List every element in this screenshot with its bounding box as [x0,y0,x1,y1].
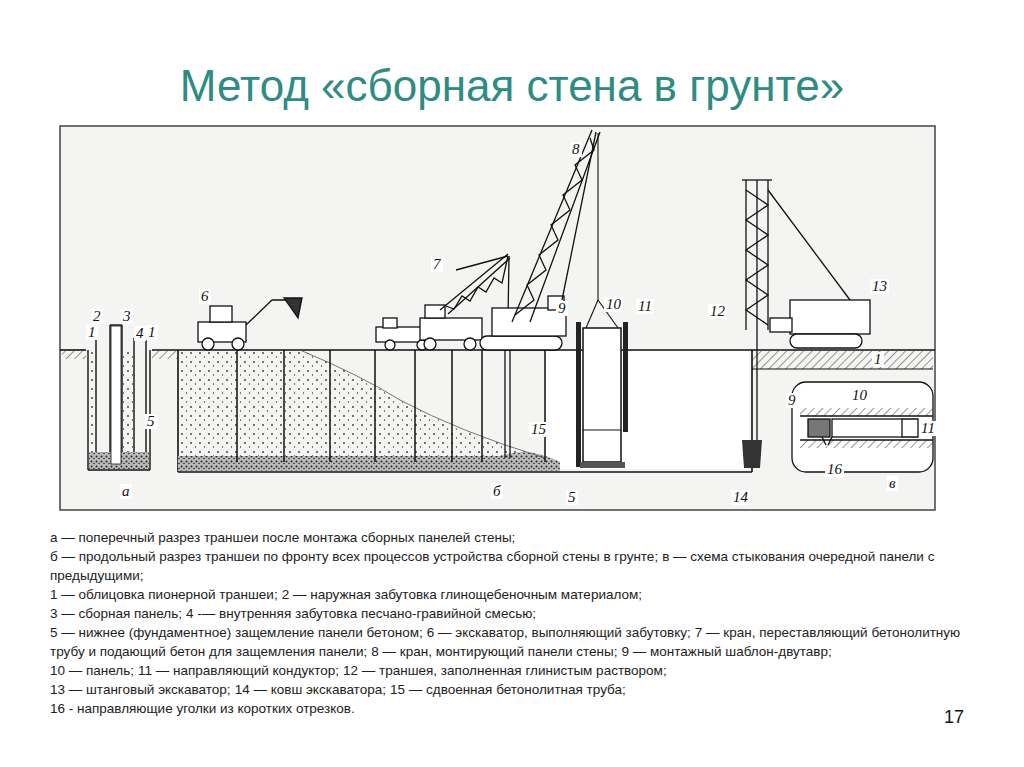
page-number: 17 [944,708,964,726]
callout-number: 7 [431,257,443,272]
caption-line: б — продольный разрез траншеи по фронту … [50,547,985,585]
caption-line: 1 — облицовка пионерной траншеи; 2 — нару… [50,585,985,604]
caption-item: 6 — экскаватор, выполняющий забутовку; [427,625,691,640]
caption-item: б — продольный разрез траншеи по фронту … [50,549,658,564]
caption-item: 8 — кран, монтирующий панели стены; [371,644,617,659]
callout-number: 6 [199,289,211,304]
caption-item: 13 — штанговый экскаватор; [50,682,231,697]
callout-number: 12 [708,304,727,319]
caption-item: 3 — сборная панель; [50,606,182,621]
callout-number: 11 [919,421,937,436]
caption-item: 15 — сдвоенная бетонолитная труба; [390,682,626,697]
caption-line: 3 — сборная панель; 4 -— внутренняя забут… [50,604,985,623]
callout-number: а [120,484,132,499]
caption-item: 12 — траншея, заполненная глинистым раст… [343,663,667,678]
callout-number: 1 [872,352,884,367]
caption-item: 14 — ковш экскаватора; [235,682,386,697]
caption-item: 5 — нижнее (фундаментное) защемление пан… [50,625,423,640]
caption-line: 10 — панель; 11 — направляющий кондуктор;… [50,661,985,680]
callout-number: 8 [570,142,582,157]
caption-line: а — поперечный разрез траншеи после монт… [50,528,985,547]
slide-title: Метод «сборная стена в грунте» [0,62,1024,110]
callout-number: 9 [556,301,568,316]
callout-number: 5 [145,414,157,429]
callout-number: 10 [604,297,623,312]
callout-number: в [887,476,898,491]
caption-item: 1 — облицовка пионерной траншеи; [50,587,278,602]
callout-number: 15 [529,422,548,437]
callout-number: 3 [121,309,133,324]
callout-number: 4 [134,326,146,341]
callout-number: 1 [86,325,98,340]
caption-item: 4 -— внутренняя забутовка песчано-гравий… [186,606,536,621]
caption-line: 5 — нижнее (фундаментное) защемление пан… [50,623,985,661]
caption-line: 16 - направляющие уголки из коротких отр… [50,699,985,718]
caption-block: а — поперечный разрез траншеи после монт… [50,528,985,718]
callout-number: б [491,484,503,499]
callout-number: 14 [731,490,750,505]
callout-number: 13 [870,279,889,294]
caption-item: 16 - направляющие уголки из коротких отр… [50,701,355,716]
callout-number: 5 [566,490,578,505]
callout-number: 9 [786,393,798,408]
callout-number: 2 [91,309,103,324]
callout-number: 16 [825,462,844,477]
caption-item: 10 — панель; [50,663,134,678]
callout-number: 10 [850,388,869,403]
callout-number: 11 [636,299,654,314]
caption-item: а — поперечный разрез траншеи после монт… [50,530,515,545]
caption-item: 11 — направляющий кондуктор; [138,663,339,678]
callout-number: 1 [146,325,158,340]
caption-line: 13 — штанговый экскаватор; 14 — ковш экск… [50,680,985,699]
caption-item: 2 — наружная забутовка глинощебеночным м… [282,587,642,602]
caption-item: 9 — монтажный шаблон-двутавр; [622,644,832,659]
